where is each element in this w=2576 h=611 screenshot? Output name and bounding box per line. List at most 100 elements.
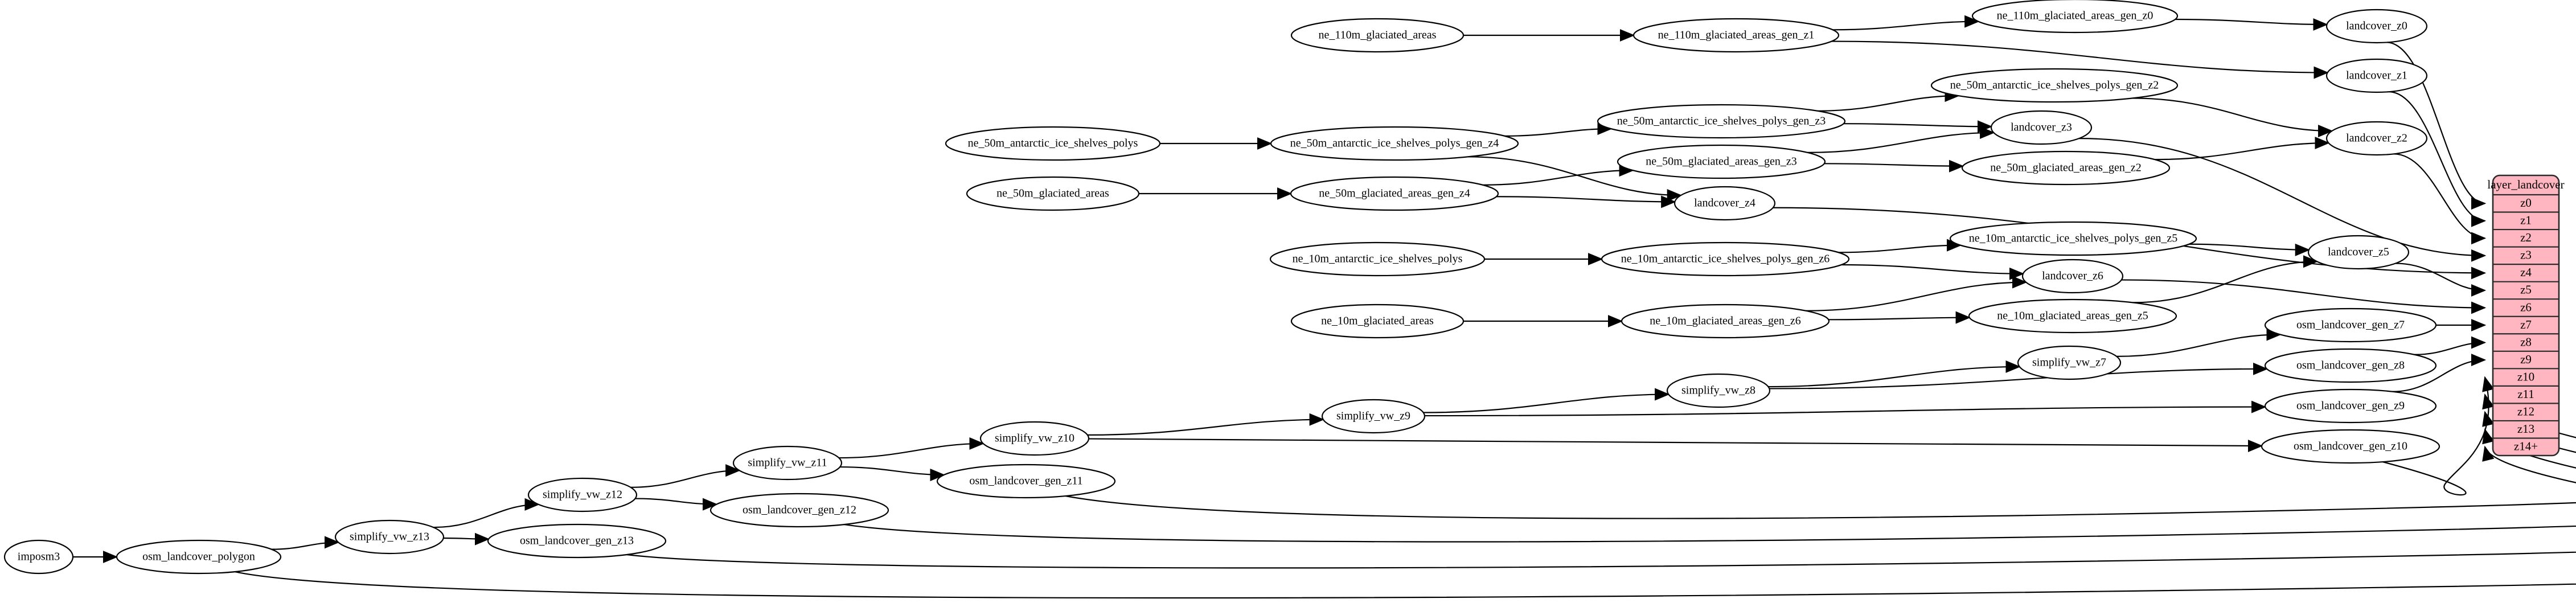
node-label: ne_10m_antarctic_ice_shelves_polys [1293, 253, 1463, 265]
graph-node-imposm3[interactable]: imposm3 [3, 539, 74, 575]
record-field-z3[interactable]: z3 [2520, 248, 2532, 262]
record-field-z13[interactable]: z13 [2517, 422, 2534, 436]
node-layer: ne_110m_glaciated_areas ne_110m_glaciated… [3, 0, 2440, 575]
graph-node-simplify_vw_z12[interactable]: simplify_vw_z12 [527, 477, 638, 512]
node-ellipse [1971, 0, 2179, 34]
record-field-z10[interactable]: z10 [2517, 370, 2534, 383]
graph-node-ne_10m_glaciated_areas_gen_z6[interactable]: ne_10m_glaciated_areas_gen_z6 [1621, 304, 1830, 339]
graph-node-simplify_vw_z11[interactable]: simplify_vw_z11 [732, 445, 843, 481]
graph-node-ne_50m_antarctic_ice_shelves_polys_gen_z2[interactable]: ne_50m_antarctic_ice_shelves_polys_gen_z… [1930, 68, 2179, 103]
graph-edge [2175, 18, 2328, 31]
graph-node-simplify_vw_z13[interactable]: simplify_vw_z13 [334, 519, 445, 555]
graph-node-osm_landcover_gen_z11[interactable]: osm_landcover_gen_z11 [936, 464, 1116, 499]
node-ellipse [2264, 307, 2437, 343]
node-label: imposm3 [18, 551, 60, 563]
graph-node-ne_10m_antarctic_ice_shelves_polys_gen_z5[interactable]: ne_10m_antarctic_ice_shelves_polys_gen_z… [1949, 221, 2197, 256]
graph-node-simplify_vw_z9[interactable]: simplify_vw_z9 [1321, 399, 1426, 434]
record-field-z11[interactable]: z11 [2517, 387, 2534, 401]
graph-node-ne_10m_glaciated_areas_gen_z5[interactable]: ne_10m_glaciated_areas_gen_z5 [1968, 298, 2177, 334]
node-ellipse [979, 421, 1090, 456]
graph-edge [2392, 354, 2487, 392]
graph-node-simplify_vw_z7[interactable]: simplify_vw_z7 [2017, 345, 2122, 380]
node-ellipse [1968, 298, 2177, 334]
node-label: landcover_z1 [2346, 69, 2407, 82]
graph-node-landcover_z5[interactable]: landcover_z5 [2307, 235, 2410, 270]
graph-edge [2189, 243, 2311, 256]
graph-node-landcover_z2[interactable]: landcover_z2 [2325, 121, 2428, 156]
record-field-z1[interactable]: z1 [2520, 214, 2532, 227]
graph-node-ne_50m_antarctic_ice_shelves_polys_gen_z3[interactable]: ne_50m_antarctic_ice_shelves_polys_gen_z… [1597, 104, 1846, 139]
graph-edge [2386, 42, 2487, 210]
graph-node-ne_50m_glaciated_areas[interactable]: ne_50m_glaciated_areas [966, 176, 1140, 211]
graph-node-landcover_z4[interactable]: landcover_z4 [1673, 186, 1776, 221]
graph-edge [844, 411, 2576, 543]
graph-edge [1828, 311, 1971, 324]
node-ellipse [1290, 176, 1499, 211]
graph-edge [839, 437, 985, 459]
node-label: osm_landcover_gen_z9 [2296, 400, 2405, 412]
record-field-z14+[interactable]: z14+ [2514, 440, 2538, 453]
record-field-z5[interactable]: z5 [2520, 283, 2532, 297]
graph-node-landcover_z0[interactable]: landcover_z0 [2325, 9, 2428, 44]
graph-edge [2132, 255, 2319, 304]
record-field-z9[interactable]: z9 [2520, 352, 2532, 366]
node-label: landcover_z4 [1694, 197, 1755, 210]
graph-node-ne_110m_glaciated_areas[interactable]: ne_110m_glaciated_areas [1290, 18, 1465, 53]
node-ellipse [2325, 9, 2428, 44]
graph-edge [1483, 164, 1634, 186]
graph-node-ne_50m_glaciated_areas_gen_z4[interactable]: ne_50m_glaciated_areas_gen_z4 [1290, 176, 1499, 211]
graph-edge [1467, 156, 1683, 202]
node-label: osm_landcover_gen_z12 [743, 504, 856, 516]
graph-node-ne_50m_antarctic_ice_shelves_polys[interactable]: ne_50m_antarctic_ice_shelves_polys [945, 126, 1161, 161]
graph-node-osm_landcover_polygon[interactable]: osm_landcover_polygon [116, 539, 282, 575]
record-field-z0[interactable]: z0 [2520, 196, 2532, 210]
graph-node-osm_landcover_gen_z9[interactable]: osm_landcover_gen_z9 [2264, 388, 2437, 424]
graph-node-osm_landcover_gen_z10[interactable]: osm_landcover_gen_z10 [2261, 429, 2440, 464]
node-label: ne_110m_glaciated_areas_gen_z0 [1997, 10, 2153, 22]
graph-edge [2116, 328, 2282, 357]
node-ellipse [966, 176, 1140, 211]
graph-node-ne_10m_antarctic_ice_shelves_polys_gen_z6[interactable]: ne_10m_antarctic_ice_shelves_polys_gen_z… [1601, 241, 1850, 277]
graph-node-osm_landcover_gen_z13[interactable]: osm_landcover_gen_z13 [487, 523, 667, 559]
record-field-z4[interactable]: z4 [2520, 265, 2532, 279]
graph-node-ne_50m_antarctic_ice_shelves_polys_gen_z4[interactable]: ne_50m_antarctic_ice_shelves_polys_gen_z… [1270, 126, 1519, 161]
graph-node-ne_10m_antarctic_ice_shelves_polys[interactable]: ne_10m_antarctic_ice_shelves_polys [1269, 241, 1486, 277]
record-field-z2[interactable]: z2 [2520, 231, 2532, 244]
graph-edge [1504, 122, 1613, 137]
node-ellipse [1930, 68, 2179, 103]
record-field-z6[interactable]: z6 [2520, 300, 2532, 314]
graph-node-osm_landcover_gen_z8[interactable]: osm_landcover_gen_z8 [2264, 348, 2437, 383]
graph-node-ne_10m_glaciated_areas[interactable]: ne_10m_glaciated_areas [1290, 304, 1465, 339]
graph-node-landcover_z1[interactable]: landcover_z1 [2325, 58, 2428, 93]
node-ellipse [1601, 241, 1850, 277]
graph-node-ne_110m_glaciated_areas_gen_z1[interactable]: ne_110m_glaciated_areas_gen_z1 [1632, 18, 1840, 53]
graph-node-ne_50m_glaciated_areas_gen_z2[interactable]: ne_50m_glaciated_areas_gen_z2 [1961, 150, 2171, 186]
graph-edge [2132, 97, 2333, 138]
graph-edge [1423, 388, 1670, 413]
graph-node-ne_50m_glaciated_areas_gen_z3[interactable]: ne_50m_glaciated_areas_gen_z3 [1617, 144, 1826, 179]
node-label: osm_landcover_gen_z11 [969, 475, 1082, 487]
node-ellipse [1673, 186, 1776, 221]
node-ellipse [2325, 121, 2428, 156]
graph-edge [1843, 120, 1993, 133]
record-field-z8[interactable]: z8 [2520, 335, 2532, 348]
graph-node-osm_landcover_gen_z7[interactable]: osm_landcover_gen_z7 [2264, 307, 2437, 343]
graph-edge [840, 466, 945, 481]
graph-node-ne_110m_glaciated_areas_gen_z0[interactable]: ne_110m_glaciated_areas_gen_z0 [1971, 0, 2179, 34]
record-node-layer-landcover[interactable]: layer_landcover z0 z1 z2 z3 z4 z5 z6 z7 z8 z9 z10 z1… [2487, 174, 2565, 457]
graph-edge [1087, 413, 1325, 436]
graph-node-osm_landcover_gen_z12[interactable]: osm_landcover_gen_z12 [709, 493, 889, 528]
graph-edge [1768, 360, 2021, 388]
node-label: ne_50m_glaciated_areas_gen_z2 [1990, 162, 2141, 174]
graph-node-landcover_z3[interactable]: landcover_z3 [1990, 110, 2093, 145]
record-field-z12[interactable]: z12 [2517, 404, 2534, 418]
node-label: ne_10m_glaciated_areas_gen_z6 [1650, 315, 1800, 327]
node-label: ne_10m_antarctic_ice_shelves_polys_gen_z… [1969, 232, 2178, 245]
record-field-z7[interactable]: z7 [2520, 318, 2532, 331]
graph-node-landcover_z6[interactable]: landcover_z6 [2021, 259, 2124, 294]
graph-node-simplify_vw_z8[interactable]: simplify_vw_z8 [1666, 373, 1771, 408]
graph-node-simplify_vw_z10[interactable]: simplify_vw_z10 [979, 421, 1090, 456]
record-title: layer_landcover [2487, 178, 2564, 191]
node-ellipse [2264, 348, 2437, 383]
